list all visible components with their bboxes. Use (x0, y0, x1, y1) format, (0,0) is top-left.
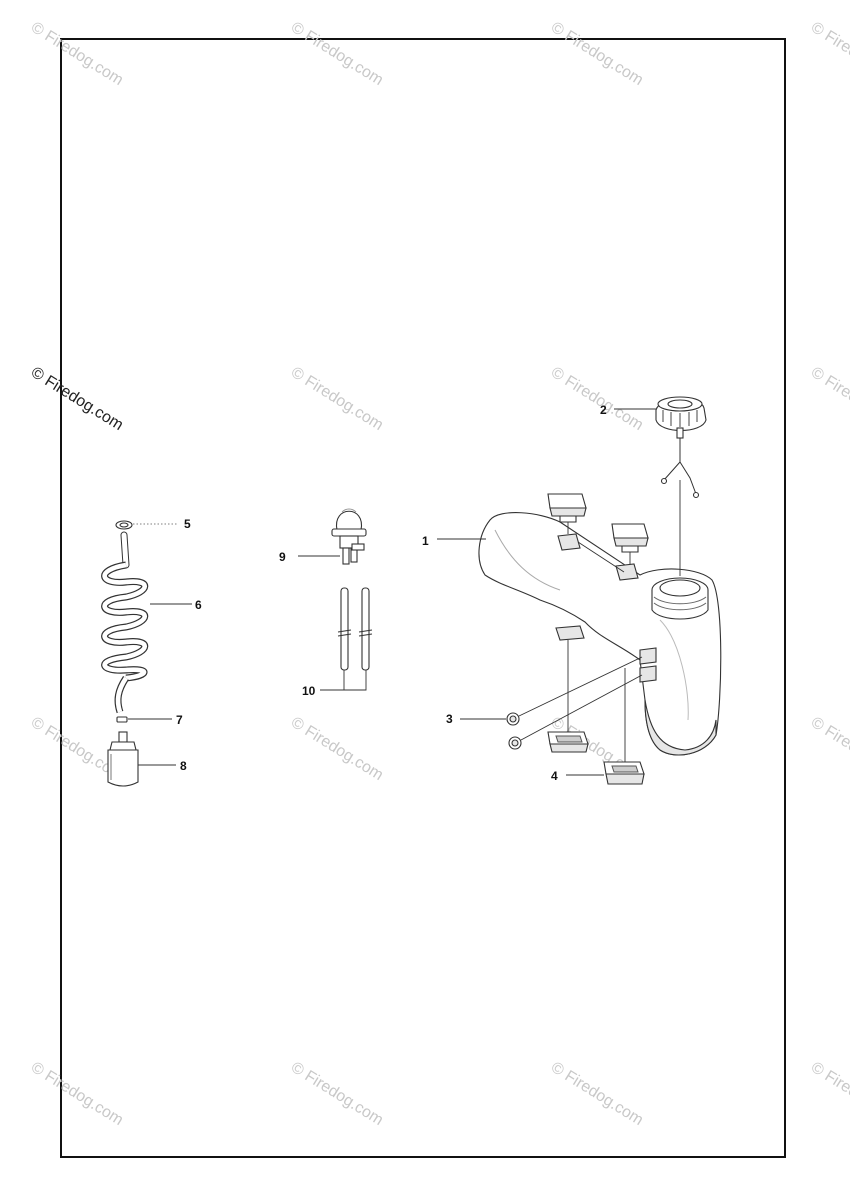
part-5-o-ring[interactable] (115, 520, 133, 530)
assembly-line-3a (518, 656, 643, 717)
part-4-rubber-mount-top-1[interactable] (547, 493, 587, 523)
part-6-fuel-hose[interactable] (101, 531, 149, 714)
callout-8[interactable]: 8 (180, 759, 187, 773)
part-1-fuel-tank[interactable] (478, 512, 722, 756)
part-4-rubber-mount-bottom-1[interactable] (547, 731, 589, 753)
leader-10-bracket (343, 670, 367, 691)
callout-9[interactable]: 9 (279, 550, 286, 564)
assembly-line-3b (520, 674, 643, 741)
watermark-wm-4: © Firedog.com (808, 19, 850, 89)
watermark-wm-7: © Firedog.com (808, 364, 850, 434)
watermark-wm-12: © Firedog.com (28, 1059, 126, 1129)
part-8-fuel-filter[interactable] (107, 731, 139, 787)
part-2-fuel-cap[interactable] (655, 396, 707, 499)
watermark-wm-9: © Firedog.com (288, 714, 386, 784)
watermark-wm-11: © Firedog.com (808, 714, 850, 784)
watermark-wm-14: © Firedog.com (548, 1059, 646, 1129)
part-4-rubber-mount-top-2[interactable] (611, 523, 649, 553)
part-3-plug-1[interactable] (506, 712, 520, 726)
watermark-dark: © Firedog.com (28, 364, 126, 434)
part-3-plug-2[interactable] (508, 736, 522, 750)
part-4-rubber-mount-bottom-2[interactable] (603, 761, 645, 785)
watermark-wm-15: © Firedog.com (808, 1059, 850, 1129)
watermark-layer: © Firedog.com © Firedog.com © Firedog.com ©… (28, 19, 850, 1129)
callout-4[interactable]: 4 (551, 769, 558, 783)
diagram-frame (60, 38, 786, 1158)
watermark-wm-6: © Firedog.com (548, 364, 646, 434)
callout-10[interactable]: 10 (302, 684, 316, 698)
watermark-wm-2: © Firedog.com (288, 19, 386, 89)
callout-7[interactable]: 7 (176, 713, 183, 727)
watermark-wm-13: © Firedog.com (288, 1059, 386, 1129)
callout-1[interactable]: 1 (422, 534, 429, 548)
callout-3[interactable]: 3 (446, 712, 453, 726)
callout-2[interactable]: 2 (600, 403, 607, 417)
watermark-wm-5: © Firedog.com (288, 364, 386, 434)
watermark-wm-3: © Firedog.com (548, 19, 646, 89)
callout-5[interactable]: 5 (184, 517, 191, 531)
watermark-wm-1: © Firedog.com (28, 19, 126, 89)
part-10-fuel-lines[interactable] (337, 587, 373, 671)
assembly-line-top-3 (577, 541, 625, 573)
part-9-primer-bulb[interactable] (331, 508, 367, 565)
callout-6[interactable]: 6 (195, 598, 202, 612)
part-7-clamp[interactable] (116, 716, 128, 723)
